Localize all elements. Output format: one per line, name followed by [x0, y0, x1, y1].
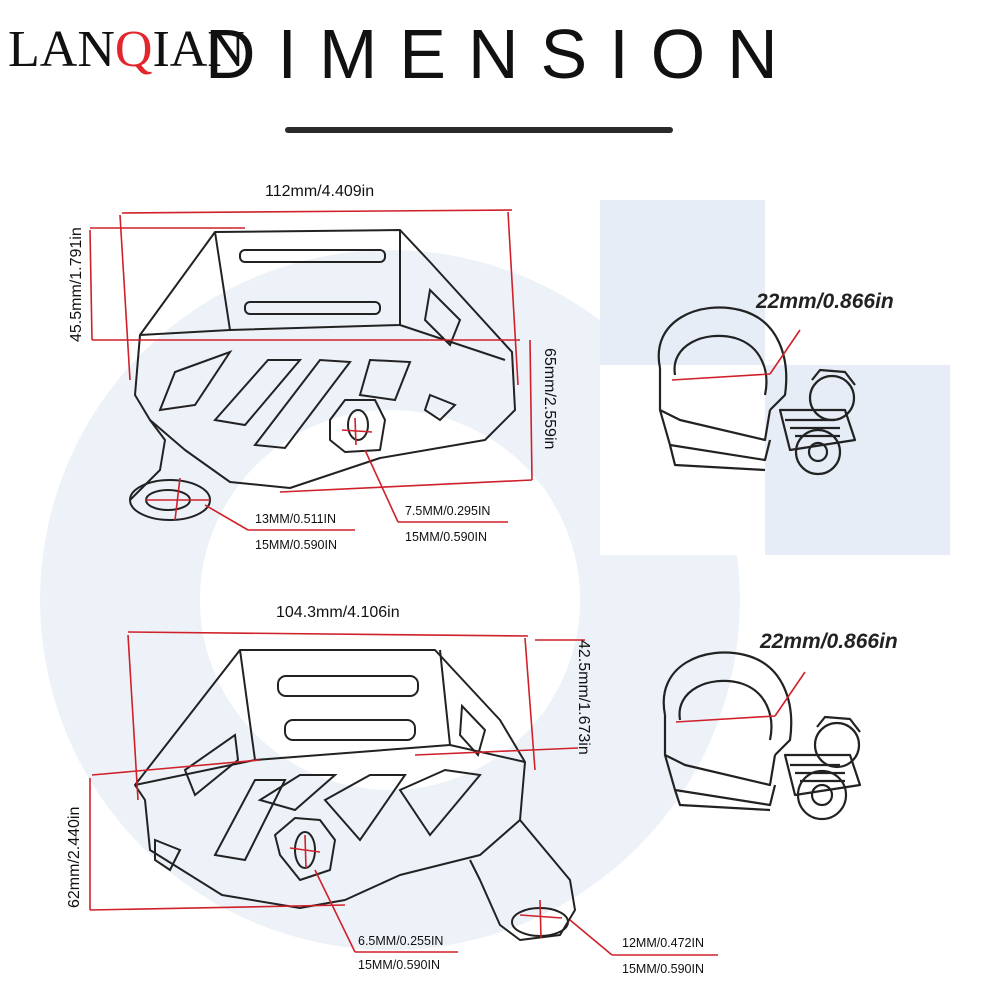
- bottom-guard-width-label: 104.3mm/4.106in: [276, 604, 400, 621]
- bottom-clamp: [662, 651, 862, 821]
- bottom-guard-height-label: 62mm/2.440in: [66, 806, 83, 908]
- bottom-guard-right-hole-b: 15MM/0.590IN: [622, 962, 704, 976]
- bottom-guard-dimension-lines: [89, 631, 718, 956]
- top-guard-depth-label: 45.5mm/1.791in: [68, 227, 85, 342]
- top-guard-left-hole-b: 15MM/0.590IN: [255, 538, 337, 552]
- bottom-guard-left-hole-a: 6.5MM/0.255IN: [358, 934, 444, 948]
- bottom-clamp-dimension-line: [675, 671, 806, 723]
- top-guard-height-label: 65mm/2.559in: [541, 348, 558, 450]
- brand-logo-accent: Q: [114, 21, 153, 78]
- top-guard-left-hole-a: 13MM/0.511IN: [255, 512, 337, 526]
- page-heading: DIMENSION: [205, 15, 800, 93]
- top-guard-dimension-lines: [89, 209, 533, 531]
- brand-logo-post: IAN: [152, 21, 245, 78]
- top-guard-outline: [129, 229, 516, 521]
- bottom-guard-right-hole-a: 12MM/0.472IN: [622, 936, 704, 950]
- bottom-guard-slots: [154, 703, 487, 872]
- brand-logo-pre: LAN: [8, 21, 115, 78]
- top-clamp-dimension-line: [671, 329, 801, 381]
- top-guard-right-hole-a: 7.5MM/0.295IN: [405, 504, 491, 518]
- bottom-guard-outline: [134, 649, 576, 941]
- top-clamp: [657, 306, 857, 476]
- bottom-guard-depth-label: 42.5mm/1.673in: [575, 640, 592, 755]
- top-clamp-diameter-label: 22mm/0.866in: [756, 290, 894, 313]
- heading-divider: [285, 127, 673, 133]
- top-guard-right-hole-b: 15MM/0.590IN: [405, 530, 487, 544]
- top-guard-slots: [158, 287, 462, 450]
- bottom-guard-left-hole-b: 15MM/0.590IN: [358, 958, 440, 972]
- brand-logo: LANQIAN: [8, 20, 245, 79]
- top-guard-width-label: 112mm/4.409in: [265, 183, 375, 200]
- bottom-clamp-diameter-label: 22mm/0.866in: [760, 630, 898, 653]
